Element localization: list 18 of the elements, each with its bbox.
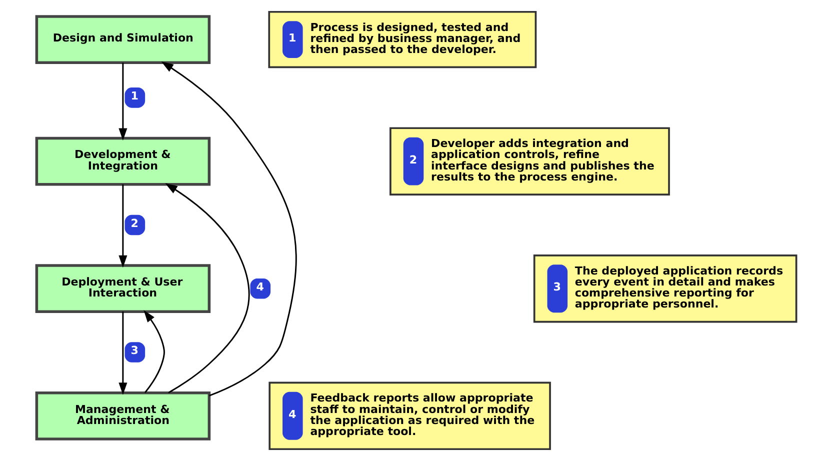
node-box: 3 The deployed application records every event in detail and makes comprehensive reporting for appropriate personnel. [533, 254, 798, 323]
arrow [165, 183, 250, 394]
node-box: 2 Developer adds integration and application controls, refine interface designs and publishes the results to the process engine. [390, 127, 670, 196]
node-box: 4 Feedback reports allow appropriate staff to maintain, control or modify the application as required with the appropriate tool. [268, 382, 551, 450]
node-box: Management & Administration [35, 391, 211, 440]
arrow [144, 310, 165, 394]
node-box: Deployment & User Interaction [35, 264, 211, 314]
edge-label: 3 [130, 344, 138, 358]
arrow [161, 62, 297, 396]
arrow [118, 312, 128, 395]
edge-label: 4 [256, 280, 264, 294]
arrow [118, 184, 128, 268]
edge-label: 1 [130, 90, 138, 103]
arrow [118, 62, 128, 140]
edge-label: 2 [130, 216, 138, 230]
node-box: Development & Integration [35, 136, 211, 186]
node-box: Design and Simulation [35, 15, 211, 64]
node-box: 1 Process is designed, tested and refined by business manager, and then passed to the developer. [268, 10, 537, 68]
